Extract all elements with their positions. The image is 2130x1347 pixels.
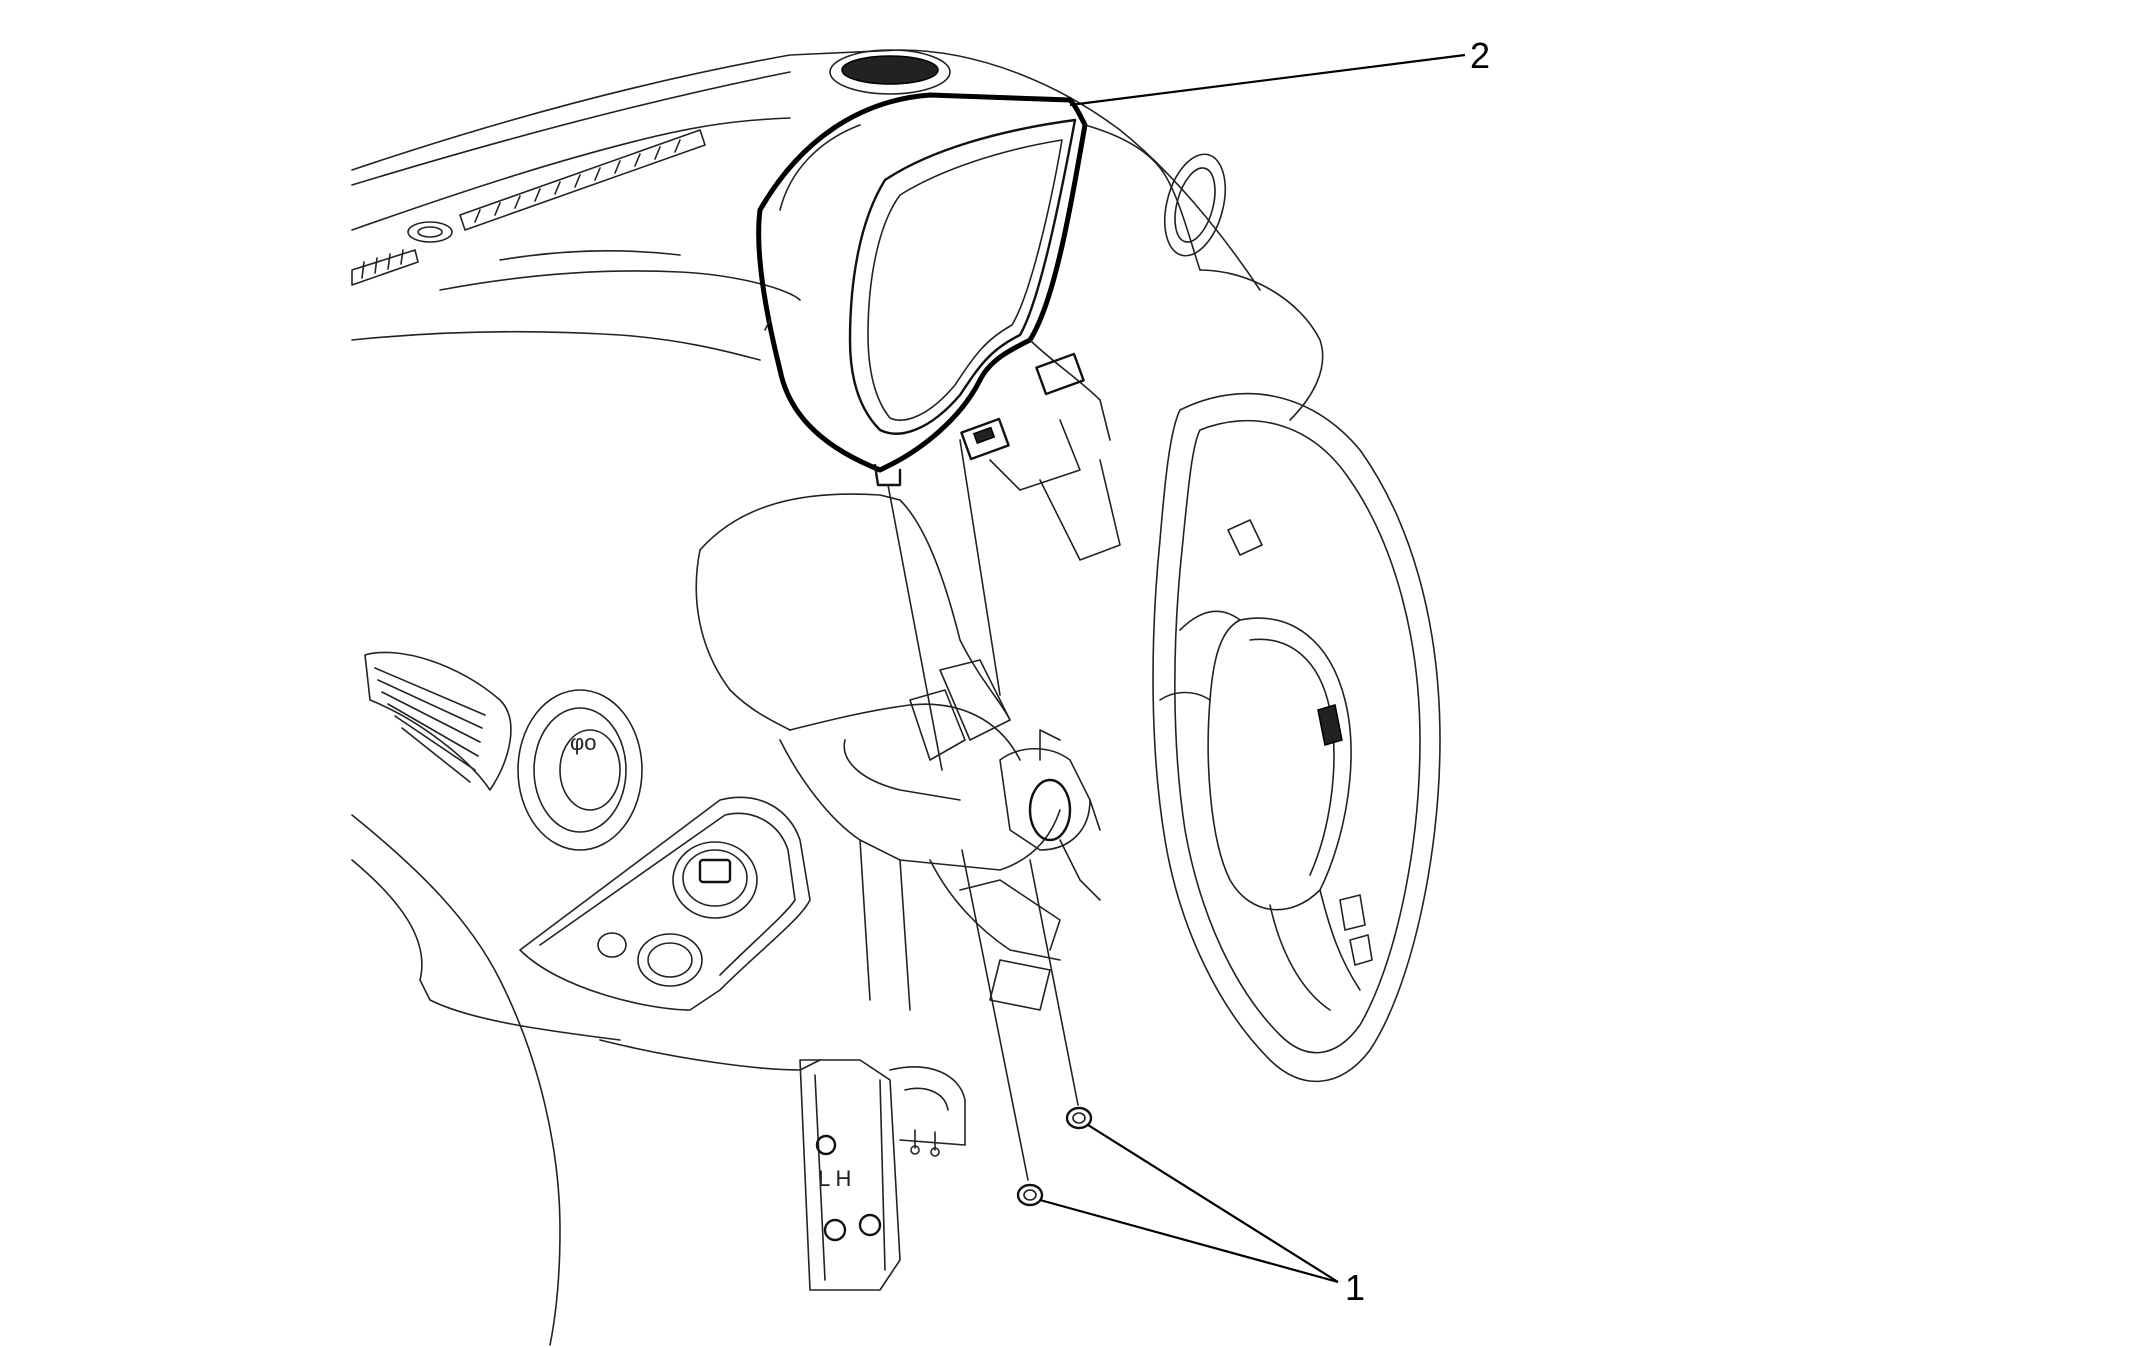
callout-2: 2 [1470,35,1490,76]
leader-2 [1069,53,1466,107]
lower-dash-center [695,493,1061,1011]
left-air-vent: φo [364,651,643,851]
alignment-lines [887,439,1079,1181]
fasteners [1016,1106,1093,1207]
steering-wheel [1152,392,1441,1083]
callout-1: 1 [1345,1267,1365,1308]
fastener-upper [1065,1106,1093,1130]
steering-column [999,729,1101,901]
instrument-panel [351,49,1261,1346]
fastener-lower [1016,1183,1044,1207]
vent-marking: φo [570,730,597,755]
leader-1-upper [1087,1124,1339,1283]
lower-mounting-bracket: L H [799,1059,966,1291]
leader-lines [1039,53,1466,1284]
cluster-shroud [960,124,1324,561]
headlamp-switch-bezel [519,796,811,1011]
instrument-cluster [756,92,1088,487]
leader-1-lower [1039,1198,1339,1284]
lh-stamp: L H [818,1166,851,1191]
